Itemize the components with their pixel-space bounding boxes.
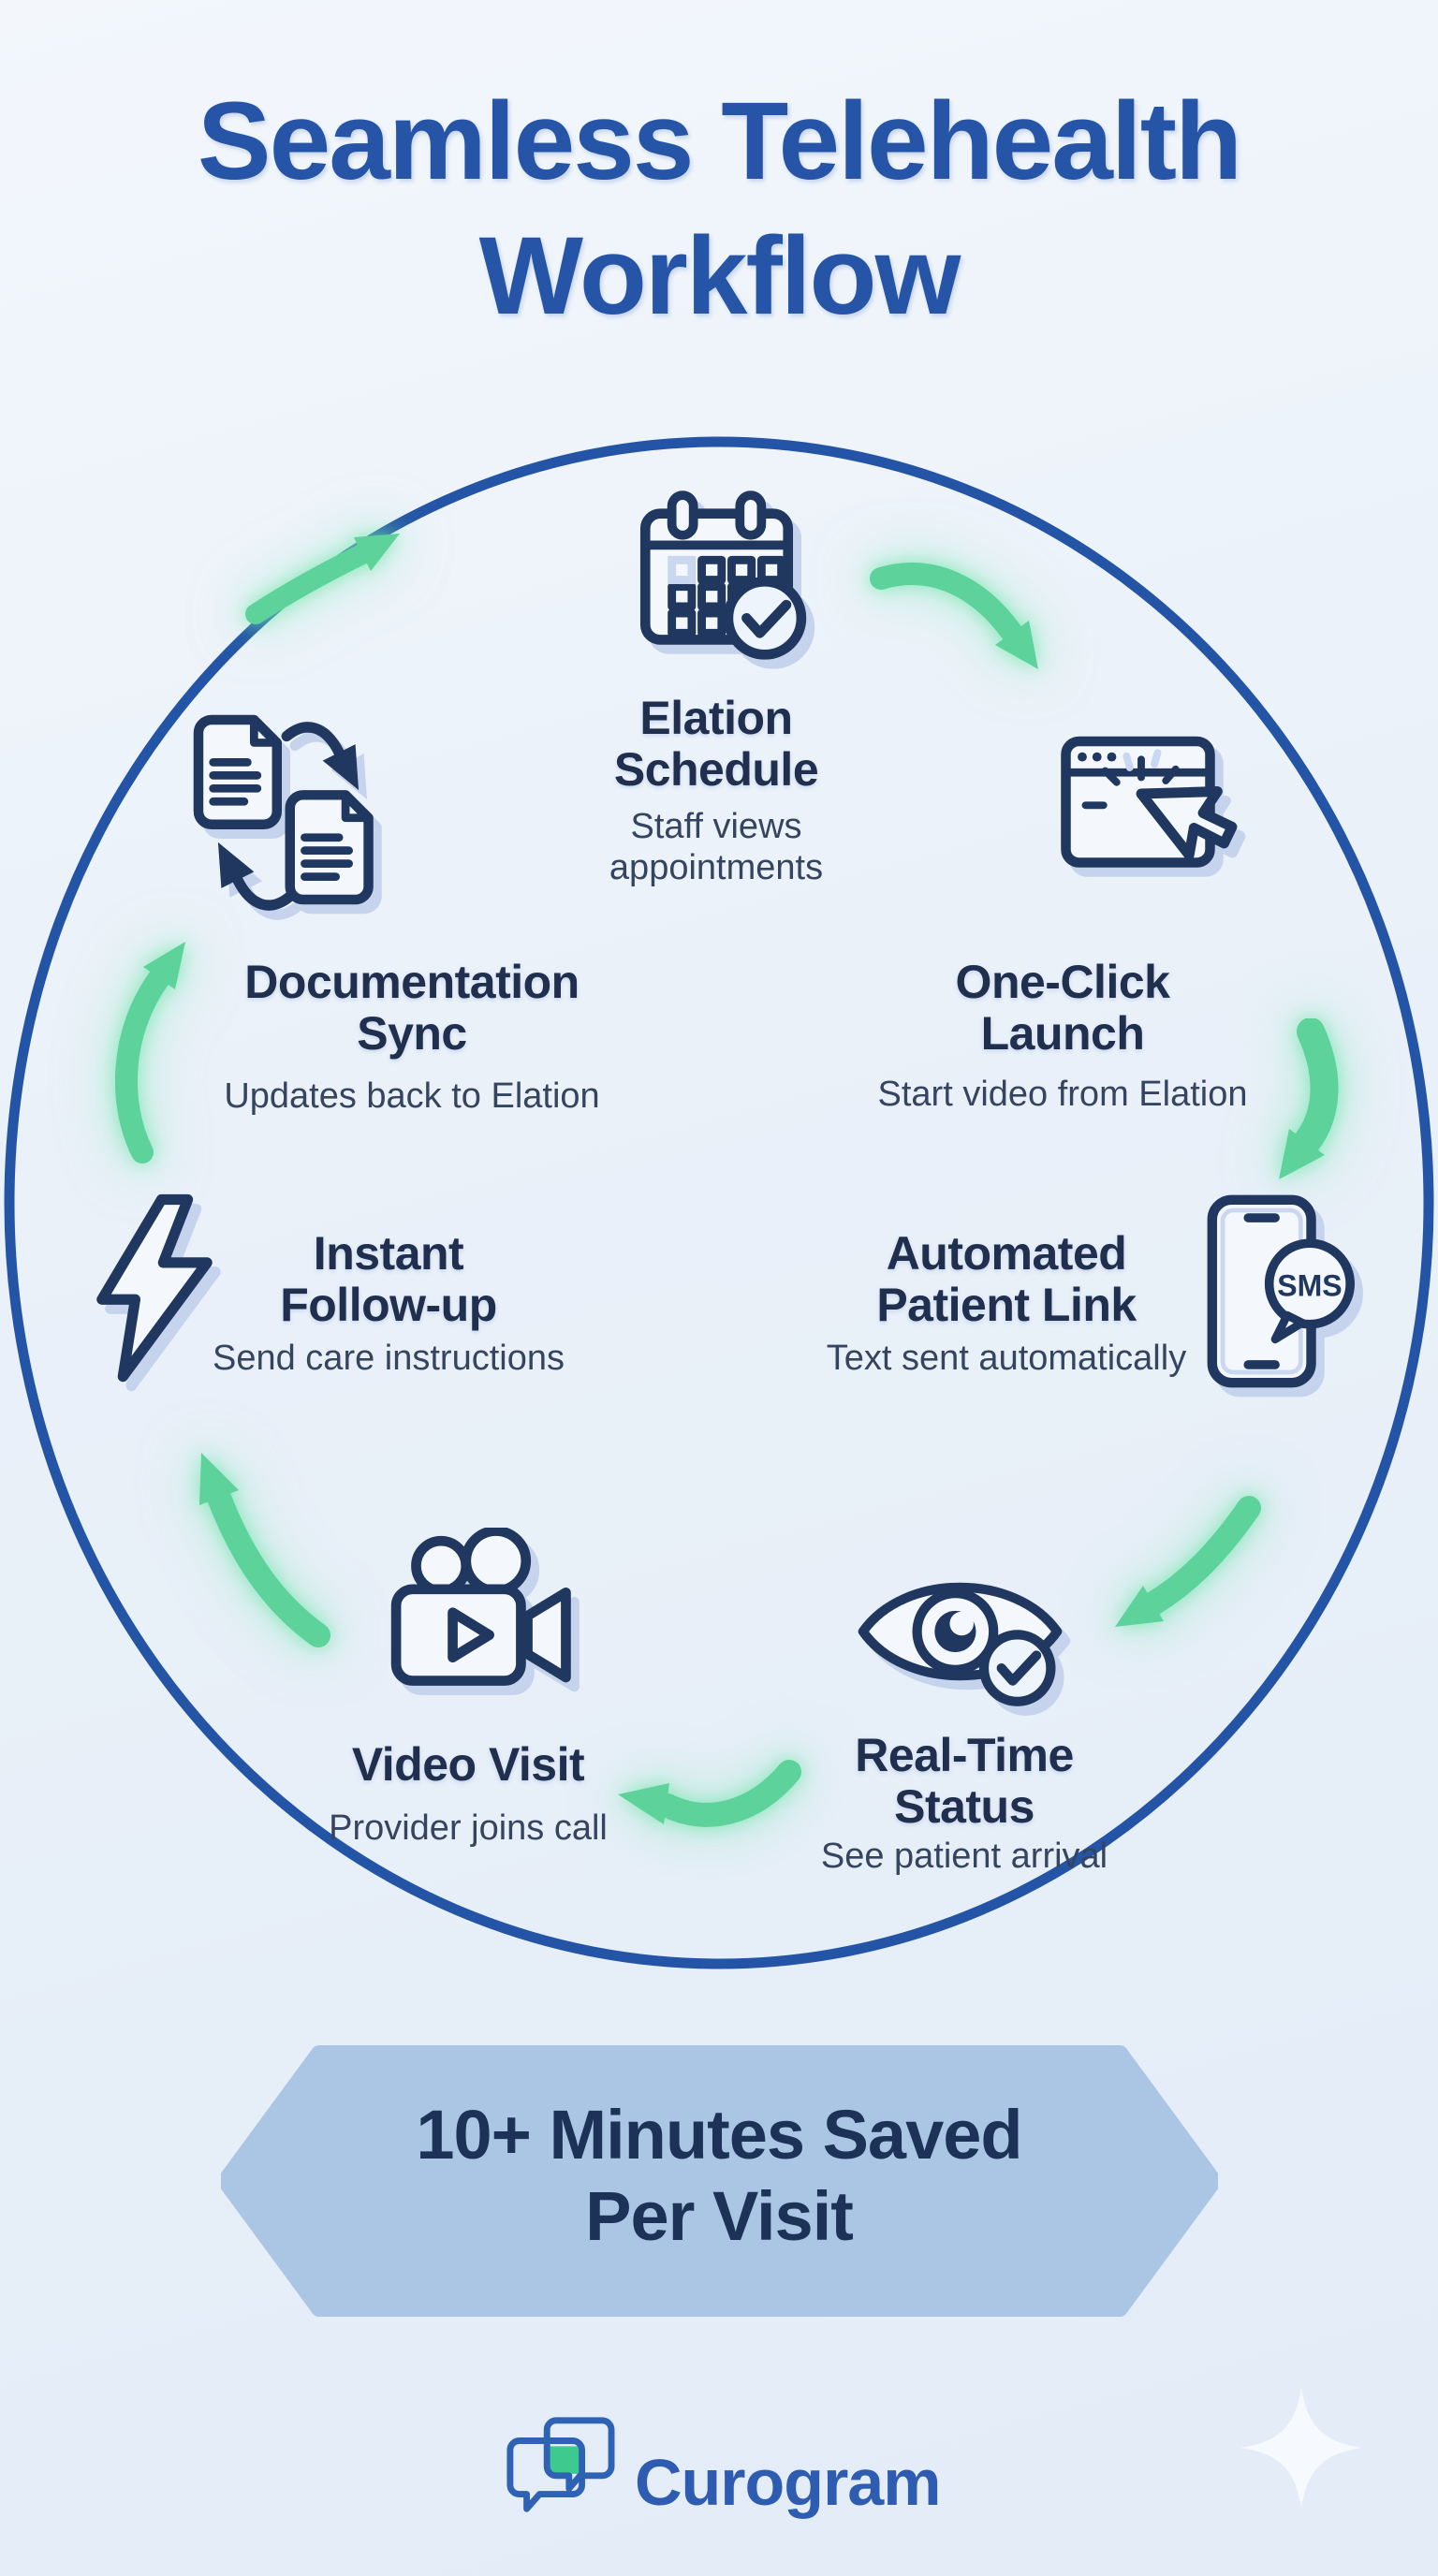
flow-arrow-status-to-video xyxy=(618,1760,801,1827)
step-subtitle-automated-patient-link: Text sent automatically xyxy=(826,1339,1187,1378)
flow-arrow-oneclick-to-patientlink xyxy=(1279,1018,1339,1179)
step-title-documentation-sync: Documentation Sync xyxy=(244,956,580,1060)
eye-check-icon xyxy=(858,1582,1063,1706)
flow-arrow-followup-to-docsync xyxy=(115,942,185,1164)
video-camera-icon xyxy=(390,1528,571,1686)
sparkle-icon xyxy=(1240,2387,1362,2509)
step-title-elation-schedule: Elation Schedule xyxy=(613,692,819,796)
savings-badge-text: 10+ Minutes Saved Per Visit xyxy=(416,2096,1022,2255)
brand-name: Curogram xyxy=(635,2446,941,2519)
step-subtitle-real-time-status: See patient arrival xyxy=(820,1837,1108,1876)
page-title: Seamless Telehealth Workflow xyxy=(197,80,1242,338)
flow-arrow-docsync-to-elation xyxy=(245,534,400,624)
step-subtitle-instant-follow-up: Send care instructions xyxy=(213,1339,565,1378)
step-title-video-visit: Video Visit xyxy=(351,1738,585,1791)
calendar-check-icon xyxy=(639,490,807,660)
chat-bubbles-icon xyxy=(506,2417,615,2512)
sms-label: SMS xyxy=(1277,1268,1342,1302)
documents-sync-icon xyxy=(193,714,374,911)
step-subtitle-one-click-launch: Start video from Elation xyxy=(877,1075,1248,1114)
step-subtitle-elation-schedule: Staff views appointments xyxy=(609,807,824,887)
flow-arrow-video-to-followup xyxy=(199,1453,330,1647)
browser-click-icon xyxy=(1061,736,1238,868)
step-title-instant-follow-up: Instant Follow-up xyxy=(280,1227,497,1331)
step-subtitle-video-visit: Provider joins call xyxy=(329,1808,608,1848)
step-title-one-click-launch: One-Click Launch xyxy=(955,956,1170,1060)
step-title-real-time-status: Real-Time Status xyxy=(855,1729,1074,1833)
flow-arrow-patientlink-to-status xyxy=(1115,1496,1261,1627)
flow-arrow-elation-to-oneclick xyxy=(870,563,1038,669)
step-title-automated-patient-link: Automated Patient Link xyxy=(876,1227,1137,1331)
lightning-icon xyxy=(96,1193,213,1383)
phone-sms-icon: SMS xyxy=(1207,1194,1355,1388)
step-subtitle-documentation-sync: Updates back to Elation xyxy=(224,1076,600,1116)
savings-badge xyxy=(221,2045,1218,2317)
